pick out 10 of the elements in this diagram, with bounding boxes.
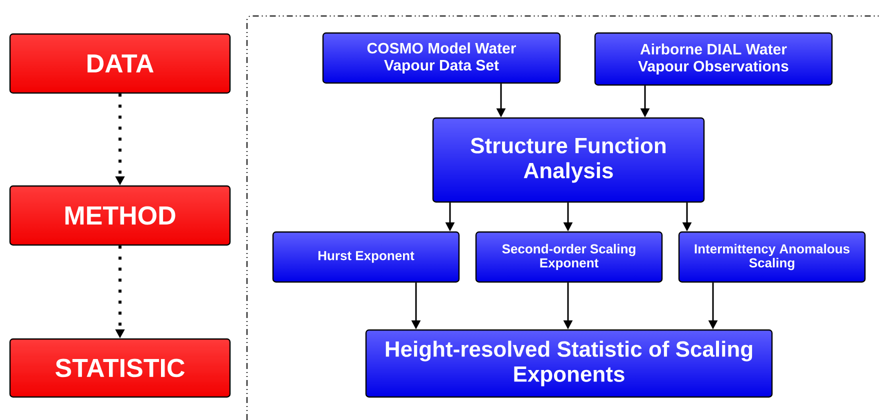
process-box: COSMO Model Water Vapour Data Set (322, 32, 561, 84)
process-box: Airborne DIAL Water Vapour Observations (594, 32, 833, 86)
process-box: Hurst Exponent (272, 231, 460, 283)
process-box: Second-order Scaling Exponent (475, 231, 663, 283)
process-box: Intermittency Anomalous Scaling (678, 231, 866, 283)
stage-box: STATISTIC (9, 338, 231, 398)
stage-box: DATA (9, 33, 231, 94)
stage-box: METHOD (9, 185, 231, 246)
process-box: Height-resolved Statistic of Scaling Exponents (365, 329, 773, 398)
process-box: Structure Function Analysis (432, 117, 705, 203)
